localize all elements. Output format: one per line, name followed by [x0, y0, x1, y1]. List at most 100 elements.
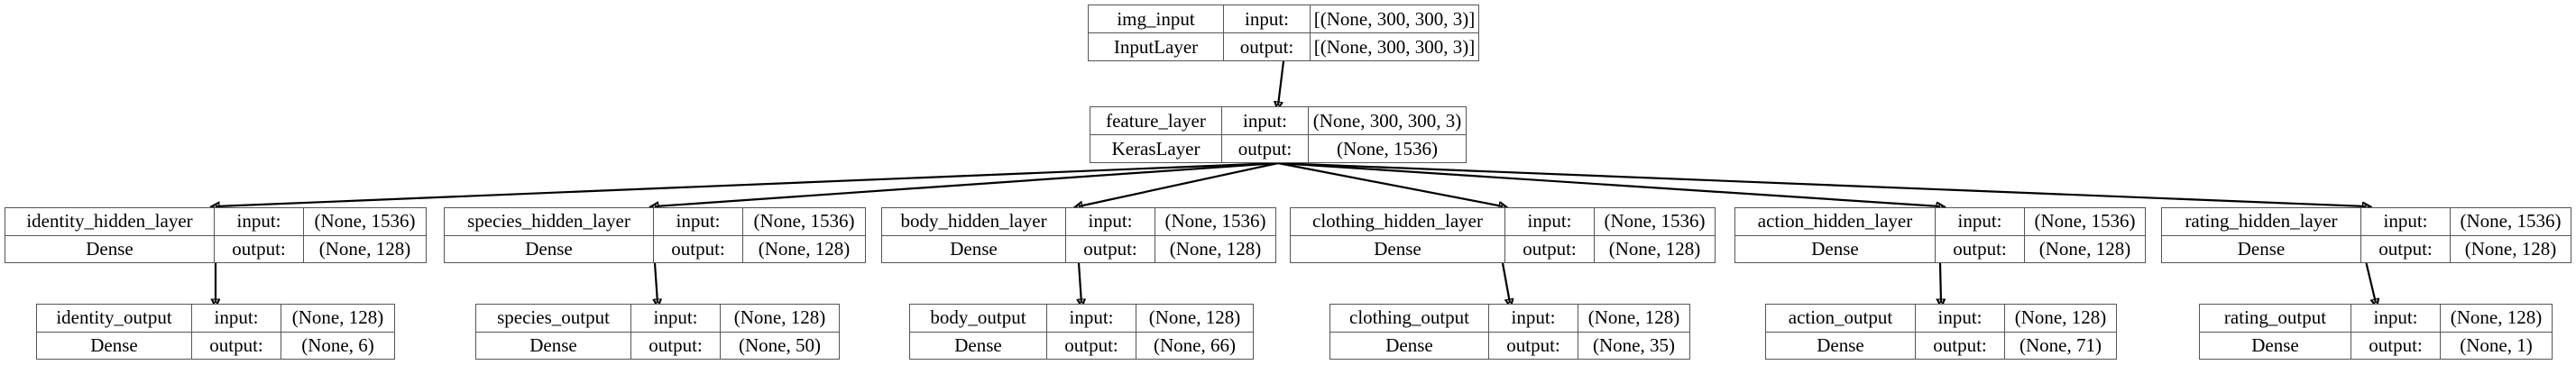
node-identity_output-output-label: output:: [192, 332, 281, 359]
node-feature_layer-layer-name: feature_layer: [1090, 107, 1222, 134]
node-species_output-layer-name: species_output: [476, 305, 631, 332]
node-species_hidden_layer-input-label: input:: [654, 208, 743, 235]
node-rating_output-output-label: output:: [2351, 332, 2441, 359]
edge-feature_layer-to-body_hidden_layer: [1079, 161, 1279, 206]
node-species_output-input-label: input:: [631, 305, 721, 332]
node-species_hidden_layer-layer-name: species_hidden_layer: [445, 208, 654, 235]
node-identity_hidden_layer-output-label: output:: [215, 235, 304, 262]
node-rating_hidden_layer-input-shape: (None, 1536): [2460, 210, 2562, 233]
node-clothing_hidden_layer-layer-name: clothing_hidden_layer: [1291, 208, 1505, 235]
node-body_hidden_layer-layer-class: Dense: [882, 235, 1066, 262]
edge-rating_hidden_layer-to-rating_output: [2365, 262, 2377, 303]
node-action_hidden_layer-input-label: input:: [1936, 208, 2025, 235]
node-body_hidden_layer-output-shape: (None, 128): [1169, 237, 1262, 260]
node-clothing_output-layer-name: clothing_output: [1330, 305, 1489, 332]
node-identity_hidden_layer-input-label: input:: [215, 208, 304, 235]
node-clothing_hidden_layer-output-label: output:: [1505, 235, 1595, 262]
edge-feature_layer-to-species_hidden_layer: [655, 161, 1279, 206]
node-action_hidden_layer-input-shape: (None, 1536): [2034, 210, 2136, 233]
edge-feature_layer-to-action_hidden_layer: [1277, 161, 1940, 206]
node-identity_output-input-label: input:: [192, 305, 281, 332]
node-clothing_output-input-shape: (None, 128): [1587, 306, 1680, 329]
node-body_output-input-label: input:: [1047, 305, 1136, 332]
edge-body_hidden_layer-to-body_output: [1079, 262, 1081, 303]
node-rating_output-input-shape: (None, 128): [2450, 306, 2543, 329]
node-clothing_output-input-label: input:: [1489, 305, 1578, 332]
node-body_hidden_layer-layer-name: body_hidden_layer: [882, 208, 1066, 235]
node-img_input-output-label: output:: [1224, 33, 1311, 60]
edge-feature_layer-to-rating_hidden_layer: [1277, 161, 2367, 206]
node-img_input-input-label: input:: [1224, 5, 1311, 32]
node-rating_output-input-label: input:: [2351, 305, 2441, 332]
node-body_output-layer-name: body_output: [910, 305, 1047, 332]
node-action_hidden_layer-output-shape: (None, 128): [2038, 237, 2131, 260]
node-clothing_hidden_layer-layer-class: Dense: [1291, 235, 1505, 262]
node-identity_hidden_layer-layer-name: identity_hidden_layer: [5, 208, 215, 235]
node-action_output-layer-class: Dense: [1766, 332, 1916, 359]
edge-img_input-to-feature_layer: [1278, 60, 1285, 105]
node-action_output-input-label: input:: [1916, 305, 2005, 332]
node-rating_output-layer-class: Dense: [2200, 332, 2351, 359]
node-clothing_hidden_layer-output-shape: (None, 128): [1608, 237, 1701, 260]
edge-species_hidden_layer-to-species_output: [655, 262, 658, 303]
node-body_hidden_layer-input-label: input:: [1066, 208, 1155, 235]
node-body_output-layer-class: Dense: [910, 332, 1047, 359]
node-species_output-layer-class: Dense: [476, 332, 631, 359]
node-body_hidden_layer-output-label: output:: [1066, 235, 1155, 262]
node-clothing_output-layer-class: Dense: [1330, 332, 1489, 359]
node-action_output-input-shape: (None, 128): [2014, 306, 2107, 329]
node-clothing_output-output-label: output:: [1489, 332, 1578, 359]
node-body_output-output-shape: (None, 66): [1154, 333, 1236, 356]
node-feature_layer-input-label: input:: [1222, 107, 1309, 134]
node-action_output-layer-name: action_output: [1766, 305, 1916, 332]
node-action_hidden_layer-layer-class: Dense: [1735, 235, 1936, 262]
edge-action_hidden_layer-to-action_output: [1940, 262, 1941, 303]
node-identity_output-layer-class: Dense: [37, 332, 192, 359]
node-feature_layer-layer-class: KerasLayer: [1090, 135, 1222, 162]
node-identity_output-output-shape: (None, 6): [301, 333, 374, 356]
node-feature_layer-output-label: output:: [1222, 135, 1309, 162]
node-species_hidden_layer-output-shape: (None, 128): [758, 237, 851, 260]
node-action_hidden_layer-output-label: output:: [1936, 235, 2025, 262]
node-rating_output-output-shape: (None, 1): [2460, 333, 2533, 356]
node-rating_hidden_layer-layer-name: rating_hidden_layer: [2162, 208, 2361, 235]
node-body_hidden_layer-input-shape: (None, 1536): [1164, 210, 1266, 233]
node-action_output-output-shape: (None, 71): [2019, 333, 2102, 356]
node-species_output-output-shape: (None, 50): [739, 333, 821, 356]
node-rating_hidden_layer-output-label: output:: [2361, 235, 2451, 262]
